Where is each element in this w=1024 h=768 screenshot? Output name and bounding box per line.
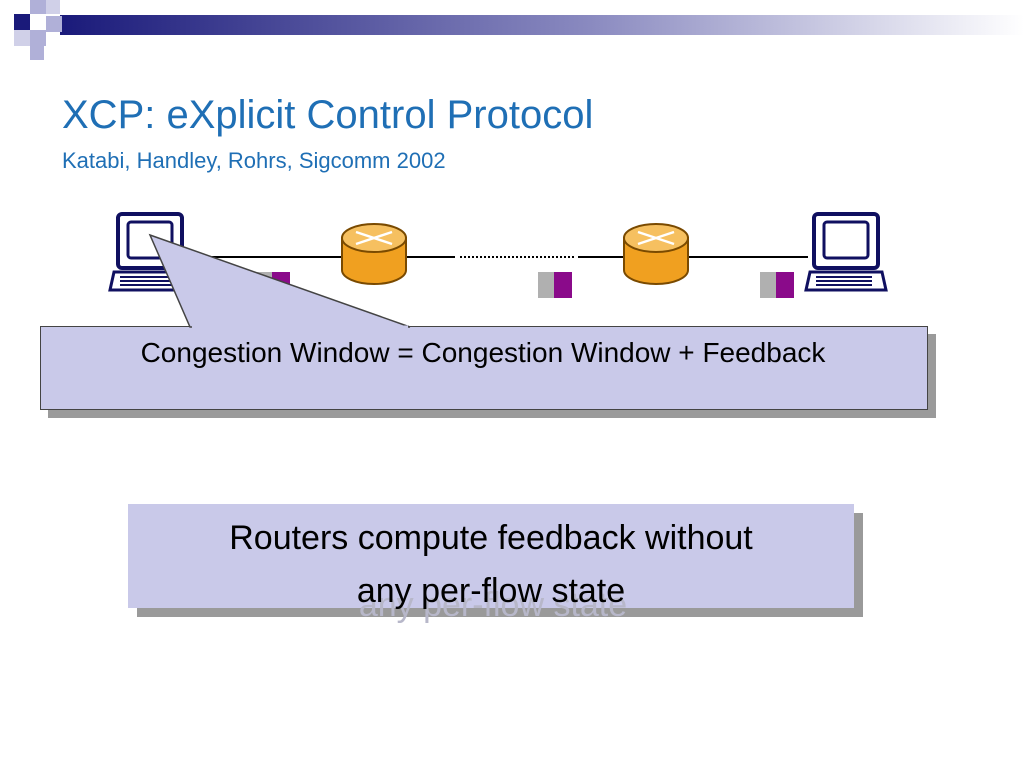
packet-icon xyxy=(538,272,572,298)
note-text: Routers compute feedback without any per… xyxy=(128,512,854,618)
network-diagram xyxy=(108,212,888,298)
computer-icon xyxy=(804,212,888,292)
slide-subtitle: Katabi, Handley, Rohrs, Sigcomm 2002 xyxy=(62,148,446,173)
note-line-2: any per-flow state xyxy=(356,572,626,610)
note-box xyxy=(128,504,854,608)
note-text-shadow: any per-flow state xyxy=(358,586,628,624)
note-line-1: Routers compute feedback without xyxy=(229,519,753,557)
callout-box xyxy=(40,326,928,410)
slide-title: XCP: eXplicit Control Protocol xyxy=(62,93,594,137)
congestion-window-equation: Congestion Window = Congestion Window + … xyxy=(140,337,826,368)
packet-icon xyxy=(760,272,794,298)
callout-pointer xyxy=(148,233,411,329)
router-icon xyxy=(341,223,407,285)
decorative-header-bar xyxy=(14,0,1024,60)
router-icon xyxy=(623,223,689,285)
